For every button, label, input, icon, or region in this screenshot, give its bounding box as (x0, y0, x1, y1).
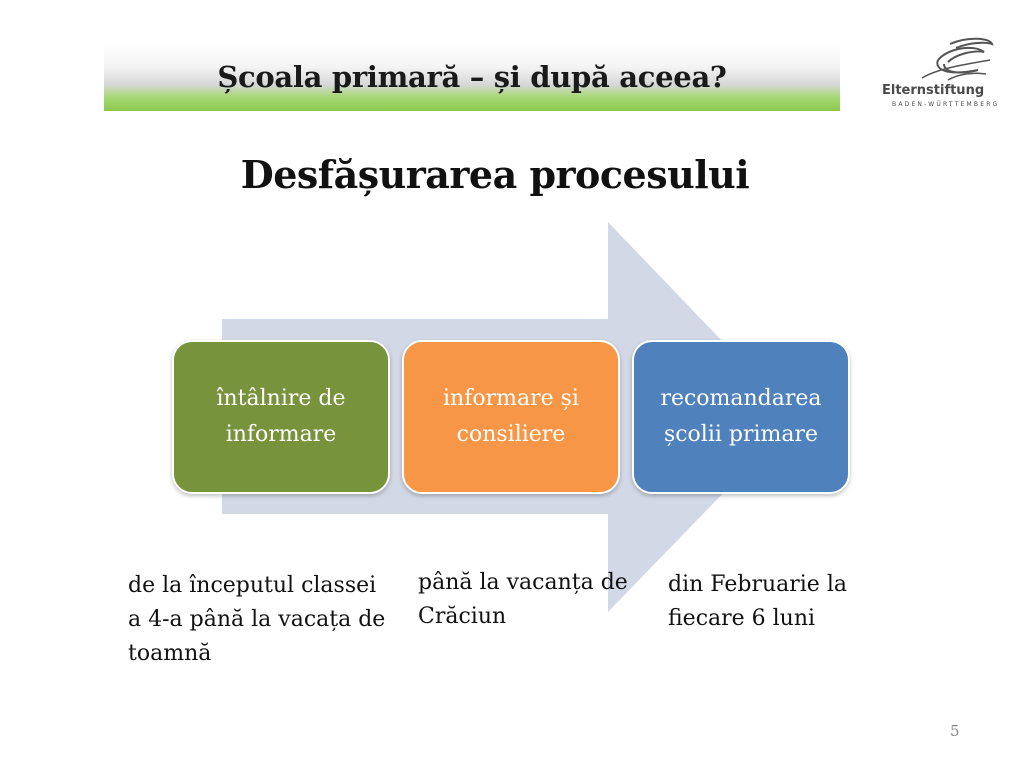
timeline-note-3: din Februarie la fiecare 6 luni (668, 572, 847, 631)
step-counseling: informare și consiliere (402, 340, 620, 494)
slide-title: Școala primară – și după aceea? (217, 60, 727, 94)
logo-name: Elternstiftung (882, 83, 985, 98)
step-info-meeting: întâlnire de informare (172, 340, 390, 494)
page-number: 5 (950, 722, 960, 740)
step-recommendation: recomandarea școlii primare (632, 340, 850, 494)
timeline-note-1: de la începutul classei a 4-a până la va… (128, 573, 386, 666)
section-heading: Desfășurarea procesului (240, 152, 750, 197)
logo: Elternstiftung BADEN-WÜRTTEMBERG (878, 34, 998, 114)
timeline-note-2: până la vacanța de Crăciun (418, 570, 628, 629)
logo-mark-icon (921, 37, 994, 81)
title-banner: Școala primară – și după aceea? (104, 43, 840, 111)
step-label: recomandarea școlii primare (660, 386, 822, 447)
step-label: întâlnire de informare (216, 386, 346, 447)
step-label: informare și consiliere (443, 386, 579, 447)
logo-subtitle: BADEN-WÜRTTEMBERG (892, 101, 1000, 108)
